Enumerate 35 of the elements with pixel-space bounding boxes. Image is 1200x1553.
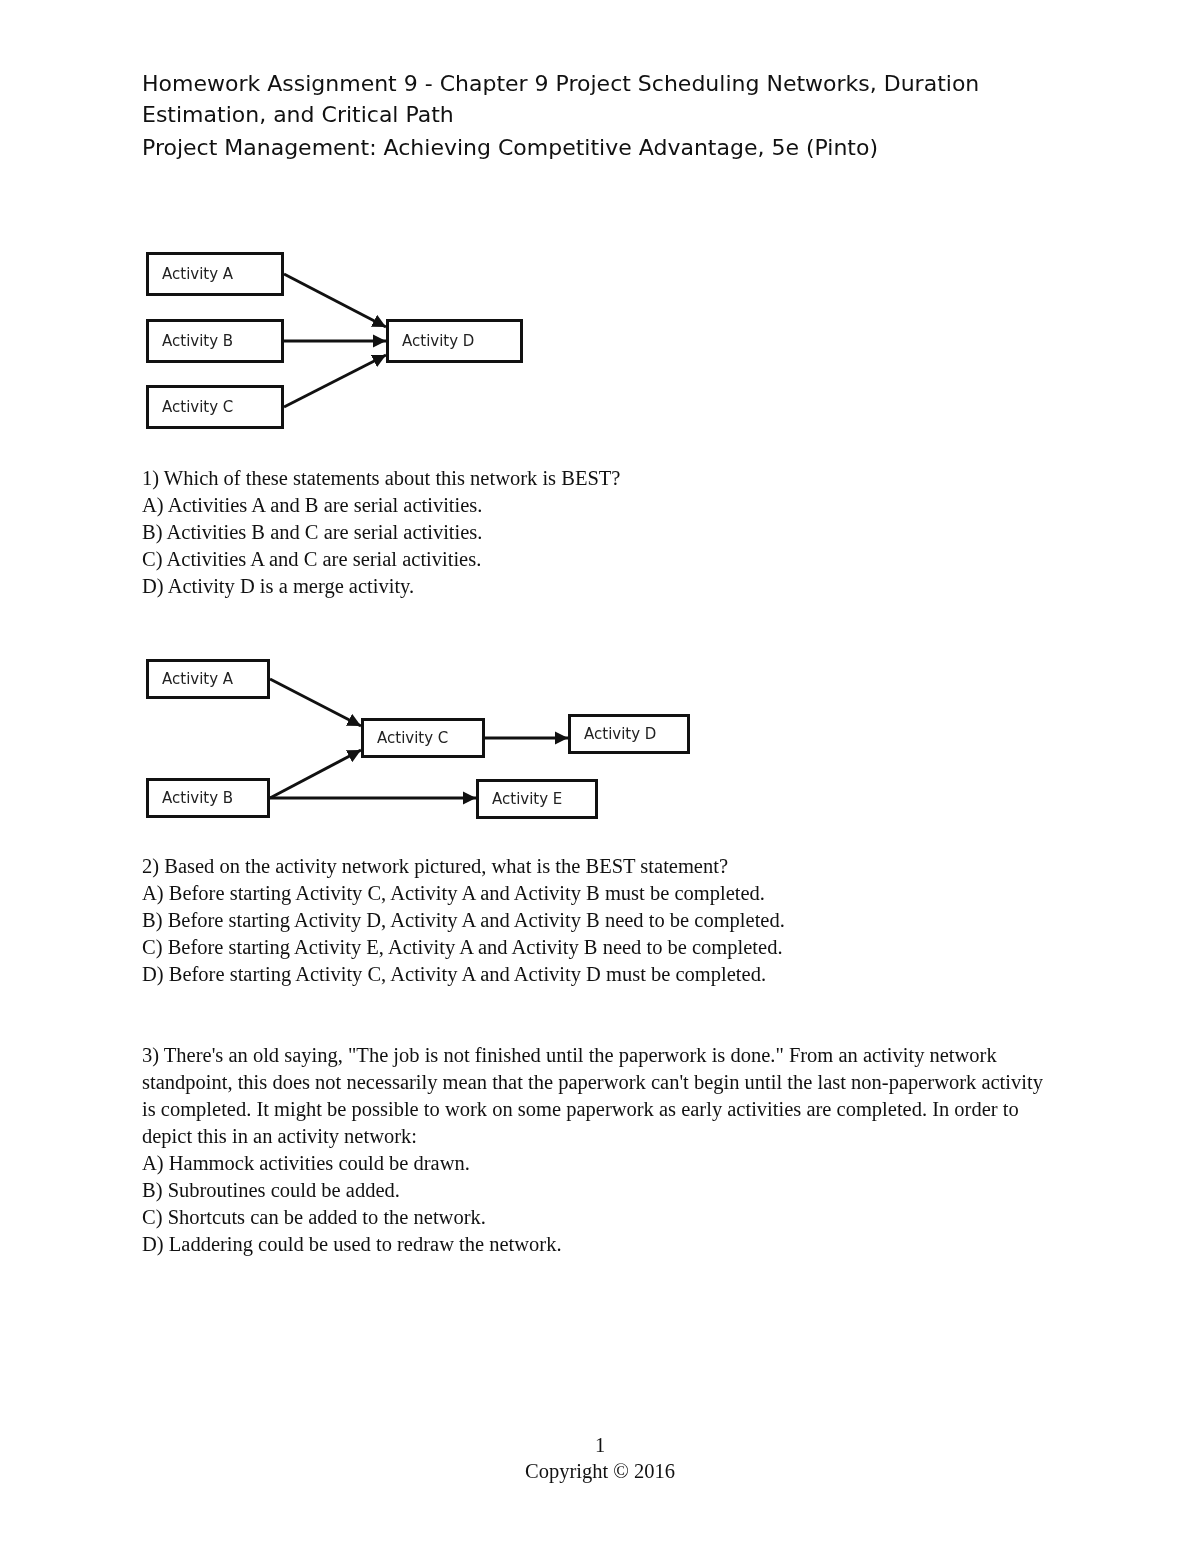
question-text: 1) Which of these statements about this network is BEST?: [142, 466, 622, 492]
answer-option: A) Activities A and B are serial activities.: [142, 492, 1042, 519]
activity-box: Activity C: [361, 718, 485, 758]
activity-box: Activity A: [146, 659, 270, 699]
arrow: [269, 748, 362, 800]
subtitle: Project Management: Achieving Competitive Advantage, 5e (Pinto): [142, 134, 880, 162]
arrow: [485, 731, 568, 745]
activity-box: Activity E: [476, 779, 598, 819]
activity-box: Activity D: [568, 714, 690, 754]
activity-box: Activity B: [146, 319, 284, 363]
answer-option: D) Laddering could be used to redraw the network.: [142, 1231, 1042, 1258]
arrow: [283, 353, 387, 409]
answer-option: C) Activities A and C are serial activities.: [142, 546, 1042, 573]
activity-box: Activity C: [146, 385, 284, 429]
page-title: Homework Assignment 9 - Chapter 9 Project Scheduling Networks, Duration Estimation, and Critical Path: [142, 70, 981, 129]
activity-box: Activity A: [146, 252, 284, 296]
activity-box: Activity D: [386, 319, 523, 363]
answer-option: B) Activities B and C are serial activities.: [142, 519, 1042, 546]
activity-box: Activity B: [146, 778, 270, 818]
page-number: 1: [593, 1433, 607, 1458]
answer-option: C) Shortcuts can be added to the network.: [142, 1204, 1042, 1231]
question-text: 3) There's an old saying, "The job is not finished until the paperwork is done." From an activity network standpoint, this does not necessarily mean that the paperwork can't begin until the last non-paperwork activity is completed. It might be possible to work on some paperwork as early activities are completed. In order to depict this in an activity network:: [142, 1043, 1044, 1150]
copyright-notice: Copyright © 2016: [524, 1459, 676, 1485]
answer-option: A) Hammock activities could be drawn.: [142, 1150, 1042, 1177]
answer-option: B) Before starting Activity D, Activity A and Activity B need to be completed.: [142, 907, 1042, 934]
answer-option: B) Subroutines could be added.: [142, 1177, 1042, 1204]
arrow: [284, 334, 386, 348]
arrow: [269, 677, 362, 728]
arrow: [270, 791, 476, 805]
answer-option: D) Before starting Activity C, Activity A and Activity D must be completed.: [142, 961, 1042, 988]
arrow: [283, 272, 387, 329]
answer-option: C) Before starting Activity E, Activity A and Activity B need to be completed.: [142, 934, 1042, 961]
question-text: 2) Based on the activity network pictured, what is the BEST statement?: [142, 854, 729, 880]
answer-option: D) Activity D is a merge activity.: [142, 573, 1042, 600]
answer-option: A) Before starting Activity C, Activity A and Activity B must be completed.: [142, 880, 1042, 907]
